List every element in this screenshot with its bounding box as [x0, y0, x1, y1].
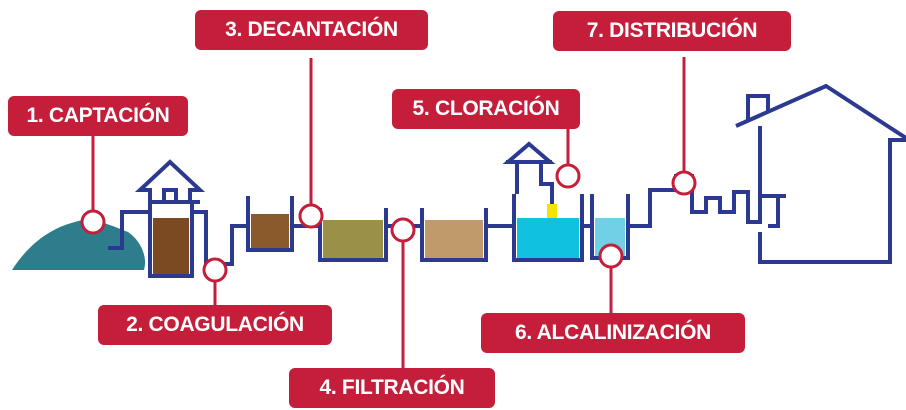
coag-to-decant-pipe [192, 210, 250, 266]
marker-cloracion [555, 163, 581, 189]
marker-captacion [80, 209, 106, 235]
label-decantacion: 3. DECANTACIÓN [195, 10, 428, 50]
filter-tank-walls [420, 208, 488, 262]
coagulation-tank-walls [148, 202, 194, 278]
marker-decantacion [298, 203, 324, 229]
decantation-tank-1-fill [251, 214, 289, 248]
house-outline [758, 138, 906, 264]
house-chimney [746, 94, 770, 120]
label-distribucion: 7. DISTRIBUCIÓN [553, 11, 791, 51]
intake-pipe [108, 210, 150, 250]
marker-alcalinizacion [598, 243, 624, 269]
connector-lines [91, 57, 686, 368]
water-source-shape [12, 220, 146, 270]
coagulation-tower [134, 159, 206, 202]
coagulation-tank-fill [153, 218, 189, 274]
label-captacion: 1. CAPTACIÓN [8, 96, 188, 136]
decantation-tank-2-walls [318, 208, 388, 262]
distribution-pipe [628, 174, 780, 228]
marker-coagulacion [202, 257, 228, 283]
label-filtracion: 4. FILTRACIÓN [289, 368, 495, 408]
chlorine-dose [547, 204, 557, 218]
filter-tank-fill [425, 220, 483, 258]
decantation-tank-1-walls [246, 196, 294, 252]
label-coagulacion: 2. COAGULACIÓN [98, 305, 332, 345]
pipes [108, 83, 906, 278]
decantation-tank-2-fill [323, 220, 383, 258]
house-roof [735, 83, 906, 140]
chlorination-tank-fill [517, 218, 579, 258]
markers [80, 163, 697, 283]
marker-distribucion [671, 170, 697, 196]
label-alcalinizacion: 6. ALCALINIZACIÓN [481, 313, 745, 353]
label-cloracion: 5. CLORACIÓN [392, 89, 580, 129]
marker-filtracion [390, 217, 416, 243]
